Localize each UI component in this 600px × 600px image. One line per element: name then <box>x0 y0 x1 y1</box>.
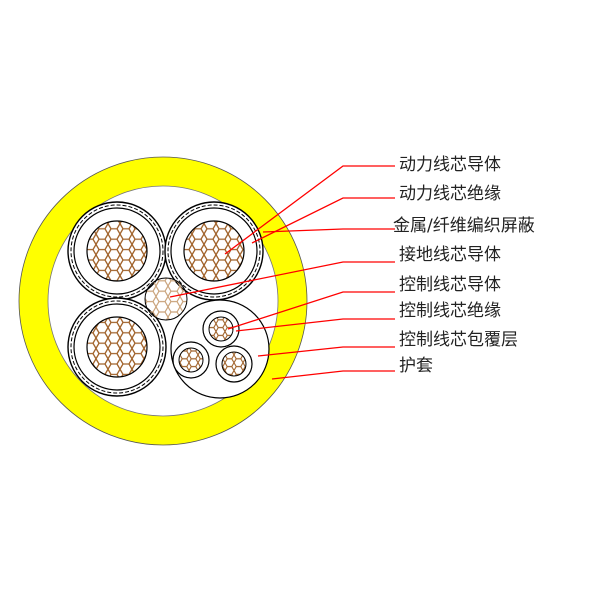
power-core-bottom-left <box>67 297 167 397</box>
leader-power-insulation <box>251 197 395 244</box>
label-outer-sheath: 护套 <box>399 356 433 376</box>
leader-power-conductor <box>224 165 395 255</box>
leader-ground-conductor <box>169 261 395 298</box>
power-core-top-left <box>67 201 167 301</box>
label-power-conductor: 动力线芯导体 <box>399 155 501 175</box>
label-control-conductor: 控制线芯导体 <box>399 275 501 295</box>
leader-control-insulation <box>235 318 395 332</box>
leader-sheath <box>271 370 395 380</box>
leader-lines <box>169 165 395 380</box>
leader-shield <box>262 228 395 233</box>
control-core-bundle <box>170 299 270 399</box>
label-ground-conductor: 接地线芯导体 <box>399 245 501 265</box>
label-control-sheath: 控制线芯包覆层 <box>399 330 518 350</box>
label-shield: 金属/纤维编织屏蔽 <box>393 216 535 236</box>
power-core-top-right <box>164 201 264 301</box>
label-power-insulation: 动力线芯绝缘 <box>399 184 501 204</box>
ground-core <box>144 277 188 321</box>
leader-control-conductor <box>227 291 395 330</box>
leader-control-sheath <box>257 346 395 357</box>
label-control-insulation: 控制线芯绝缘 <box>399 301 501 321</box>
